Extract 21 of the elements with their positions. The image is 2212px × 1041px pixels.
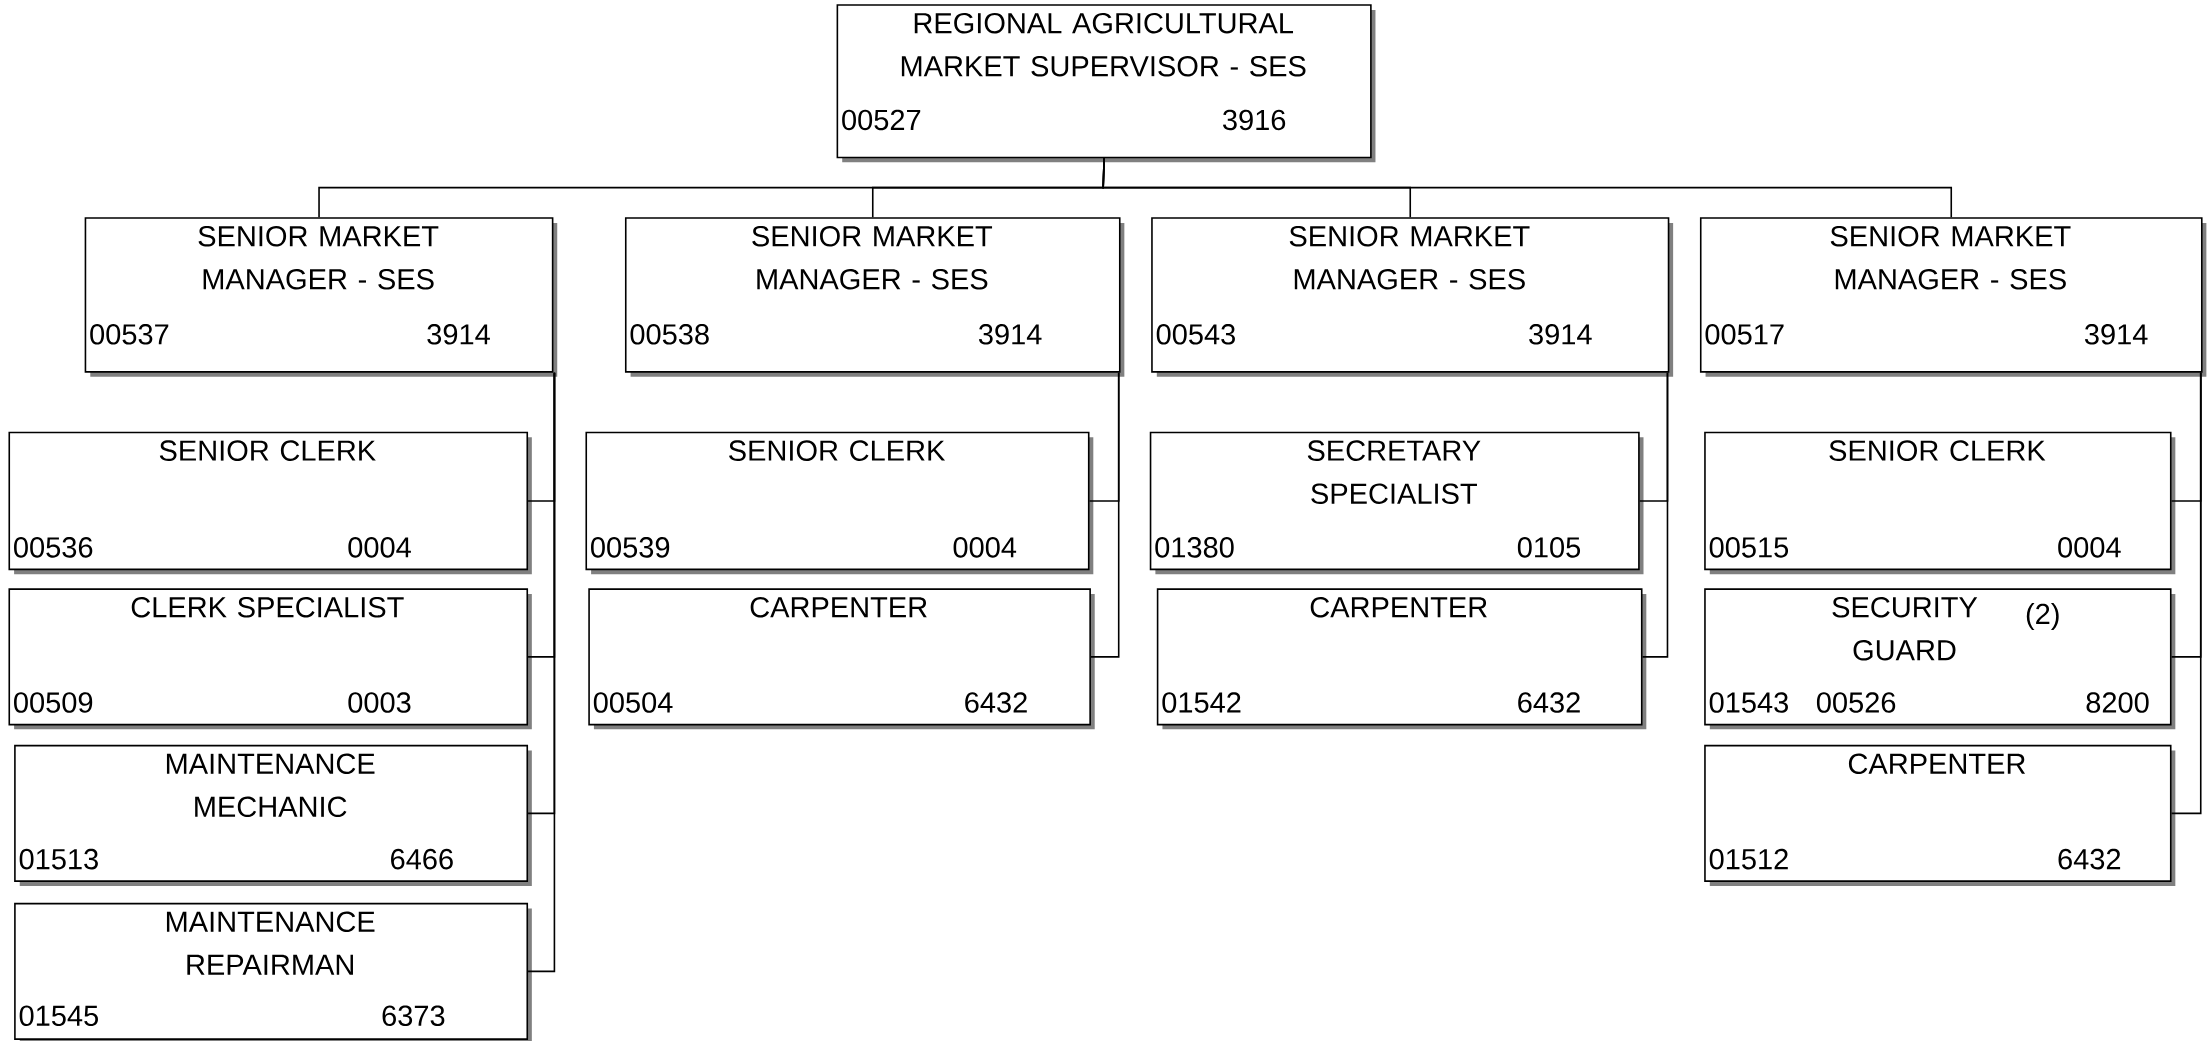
connector-line <box>527 371 556 973</box>
position-box: SENIOR MARKET MANAGER - SES 00543 3914 <box>1151 217 1674 377</box>
position-box: CARPENTER 01542 6432 <box>1156 588 1647 730</box>
position-box: CARPENTER 01512 6432 <box>1704 744 2176 886</box>
position-box: SENIOR MARKET MANAGER - SES 00537 3914 <box>84 217 558 377</box>
position-box: MAINTENANCE MECHANIC 01513 6466 <box>14 744 532 886</box>
position-box: SENIOR CLERK 00515 0004 <box>1704 431 2176 575</box>
position-box: CARPENTER 00504 6432 <box>588 588 1095 730</box>
connector-line <box>2170 371 2202 815</box>
position-box: SECURITY GUARD (2) 01543 00526 8200 <box>1704 588 2176 730</box>
connector-line <box>1641 371 1669 658</box>
position-box: SENIOR MARKET MANAGER - SES 00517 3914 <box>1699 217 2207 377</box>
connector-line <box>1102 157 1953 218</box>
position-box: CLERK SPECIALIST 00509 0003 <box>8 588 532 730</box>
connector-line <box>1090 371 1120 658</box>
position-box: SECRETARY SPECIALIST 01380 0105 <box>1149 431 1644 575</box>
position-box: REGIONAL AGRICULTURAL MARKET SUPERVISOR - SES 00527 3916 <box>836 4 1376 163</box>
position-box: SENIOR CLERK 00539 0004 <box>585 431 1094 575</box>
position-box: MAINTENANCE REPAIRMAN 01545 6373 <box>14 902 532 1041</box>
position-box: SENIOR CLERK 00536 0004 <box>8 431 532 575</box>
position-box: SENIOR MARKET MANAGER - SES 00538 3914 <box>624 217 1125 377</box>
